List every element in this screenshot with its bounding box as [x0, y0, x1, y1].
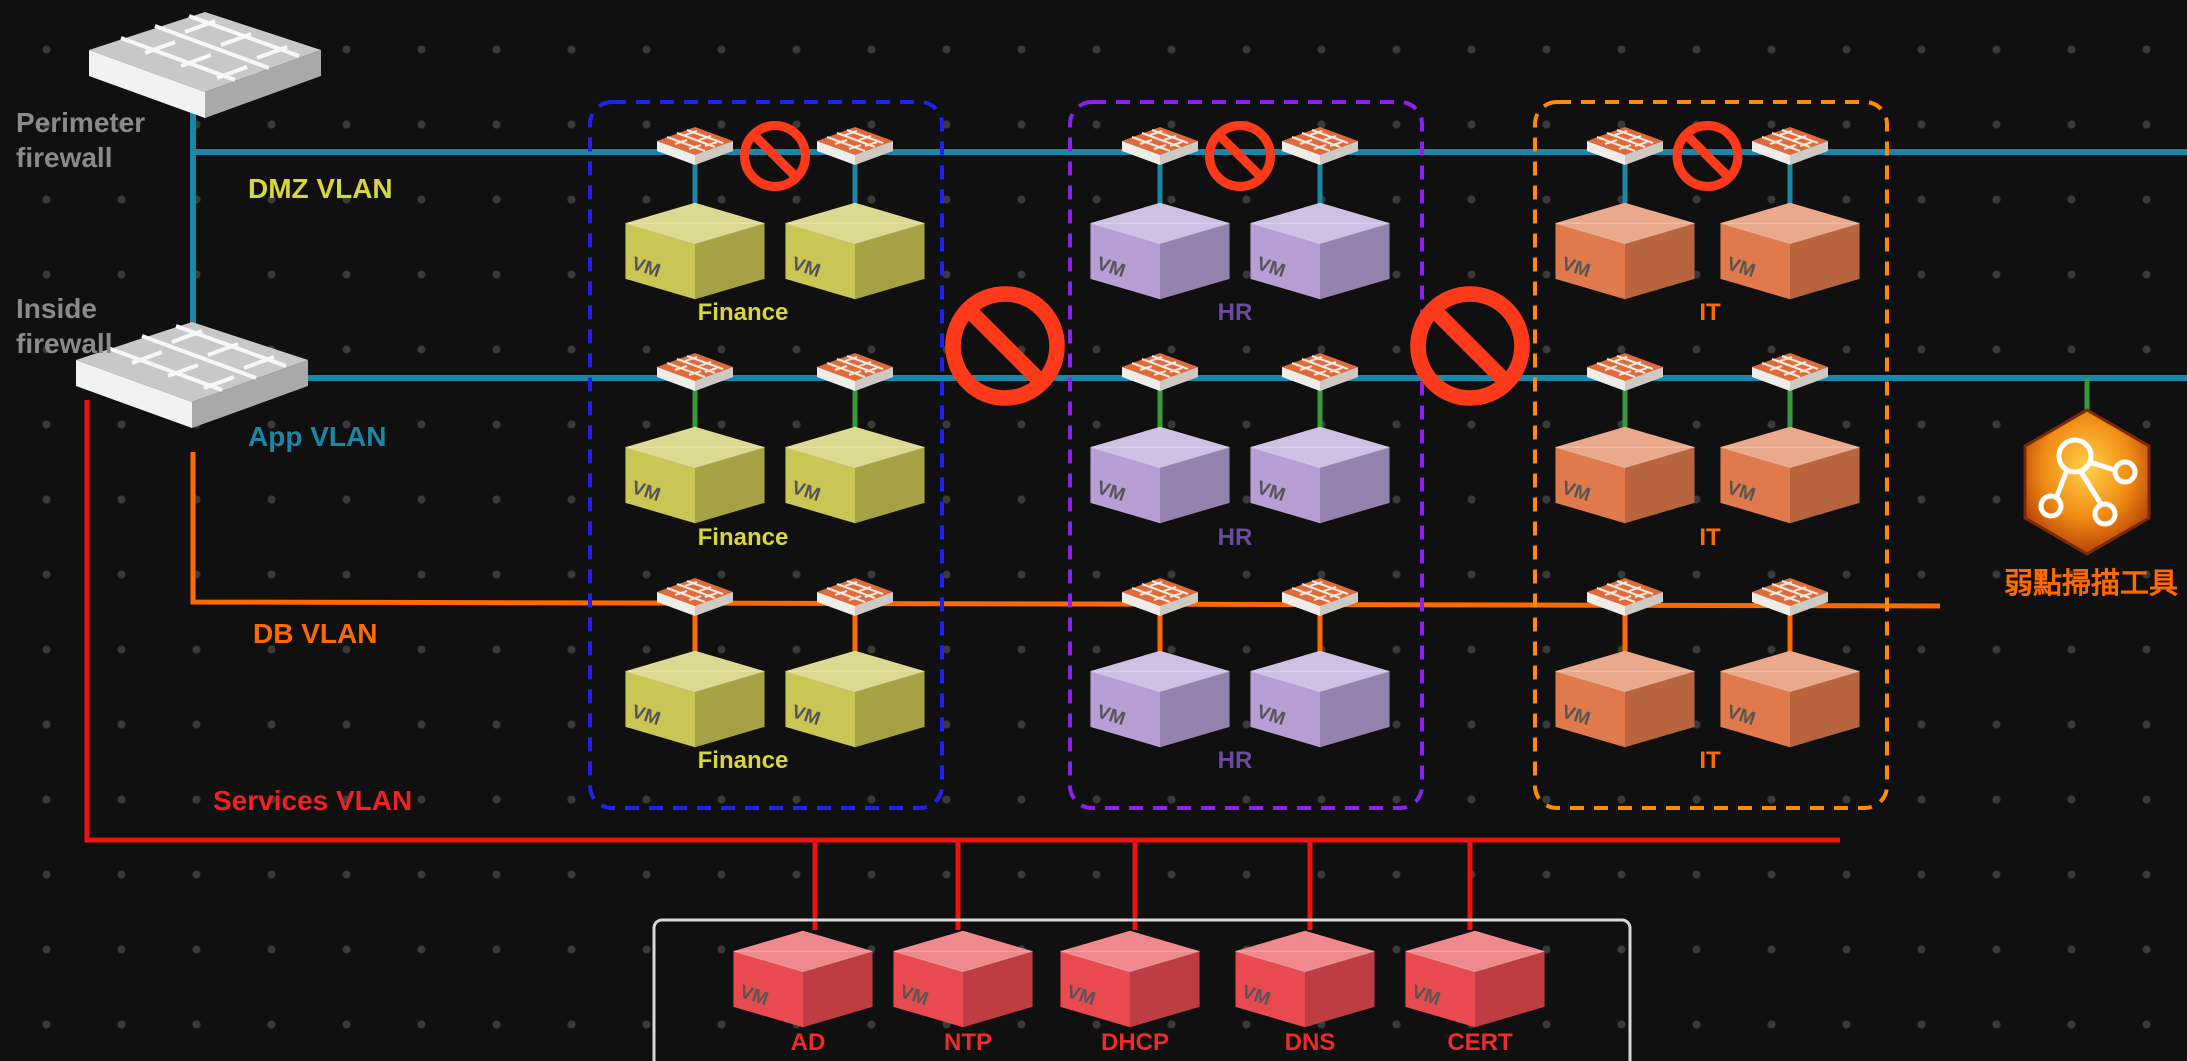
it-vm[interactable]: VM — [1720, 203, 1859, 299]
service-label: NTP — [944, 1029, 992, 1056]
service-label: DNS — [1285, 1029, 1336, 1056]
firewall-icon — [657, 127, 733, 165]
group-label: IT — [1699, 299, 1721, 326]
hr-vm[interactable]: VM — [1090, 427, 1229, 523]
prohibit-icon — [745, 126, 806, 187]
service-label: AD — [791, 1029, 826, 1056]
dmz-vlan-label: DMZ VLAN — [248, 173, 393, 204]
perimeter-firewall-icon — [89, 12, 321, 118]
firewall-icon — [1587, 578, 1663, 616]
services-vlan-label: Services VLAN — [213, 785, 412, 816]
prohibit-icon — [1418, 294, 1522, 398]
firewall-icon — [1752, 578, 1828, 616]
hr-vm[interactable]: VM — [1090, 651, 1229, 747]
firewall-icon — [817, 578, 893, 616]
hr-vm[interactable]: VM — [1250, 427, 1389, 523]
group-label: IT — [1699, 747, 1721, 774]
finance-vm[interactable]: VM — [625, 203, 764, 299]
it-vm[interactable]: VM — [1720, 427, 1859, 523]
hr-vm[interactable]: VM — [1250, 651, 1389, 747]
prohibit-icon — [1677, 126, 1738, 187]
finance-vm[interactable]: VM — [625, 651, 764, 747]
finance-vm[interactable]: VM — [785, 203, 924, 299]
firewall-icon — [1122, 127, 1198, 165]
it-vm[interactable]: VM — [1555, 427, 1694, 523]
scanner-label: 弱點掃描工具 — [2004, 567, 2178, 600]
service-vm-cert[interactable]: VM — [1405, 931, 1544, 1027]
db-vlan-label: DB VLAN — [253, 618, 377, 649]
firewall-icon — [1752, 127, 1828, 165]
group-label: HR — [1218, 747, 1253, 774]
service-vm-dns[interactable]: VM — [1235, 931, 1374, 1027]
group-label: HR — [1218, 299, 1253, 326]
service-label: DHCP — [1101, 1029, 1169, 1056]
finance-vm[interactable]: VM — [625, 427, 764, 523]
service-label: CERT — [1447, 1029, 1513, 1056]
firewall-icon — [1122, 578, 1198, 616]
group-label: Finance — [698, 747, 789, 774]
firewall-icon — [1282, 127, 1358, 165]
firewall-icon — [1122, 353, 1198, 391]
group-label: HR — [1218, 524, 1253, 551]
firewall-icon — [1282, 578, 1358, 616]
finance-vm[interactable]: VM — [785, 427, 924, 523]
service-vm-dhcp[interactable]: VM — [1060, 931, 1199, 1027]
hr-vm[interactable]: VM — [1090, 203, 1229, 299]
firewall-icon — [1587, 353, 1663, 391]
firewall-icon — [1282, 353, 1358, 391]
vulnerability-scanner[interactable] — [2025, 410, 2149, 554]
group-label: Finance — [698, 524, 789, 551]
firewall-icon — [657, 578, 733, 616]
firewall-icon — [657, 353, 733, 391]
service-vm-ad[interactable]: VM — [733, 931, 872, 1027]
finance-vm[interactable]: VM — [785, 651, 924, 747]
firewall-icon — [1752, 353, 1828, 391]
services-drops — [815, 840, 1470, 930]
prohibit-icon — [953, 294, 1057, 398]
group-label: IT — [1699, 524, 1721, 551]
firewall-icon — [817, 127, 893, 165]
it-vm[interactable]: VM — [1555, 203, 1694, 299]
hr-vm[interactable]: VM — [1250, 203, 1389, 299]
firewall-icon — [817, 353, 893, 391]
it-vm[interactable]: VM — [1720, 651, 1859, 747]
prohibit-icon — [1210, 126, 1271, 187]
it-vm[interactable]: VM — [1555, 651, 1694, 747]
firewall-icon — [1587, 127, 1663, 165]
app-vlan-label: App VLAN — [248, 421, 386, 452]
service-vm-ntp[interactable]: VM — [893, 931, 1032, 1027]
group-label: Finance — [698, 299, 789, 326]
